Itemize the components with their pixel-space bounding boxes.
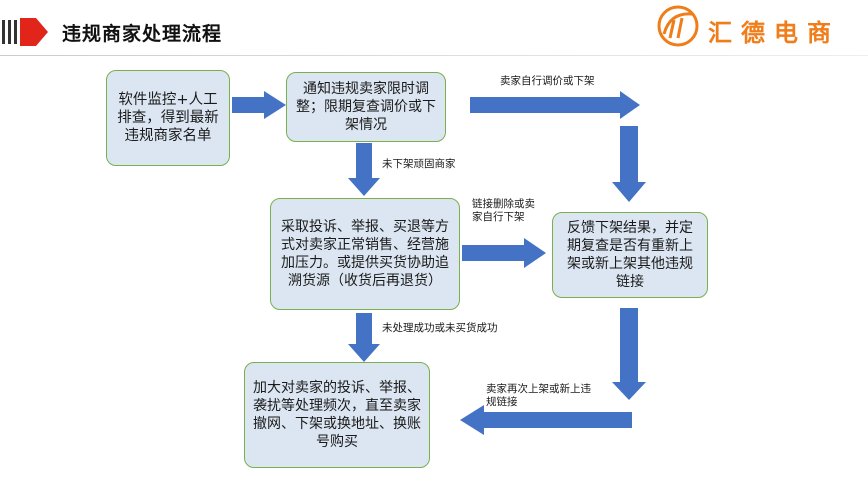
arrow-relisted-to-escalate: [460, 405, 632, 435]
page-title: 违规商家处理流程: [62, 23, 223, 45]
label-relisted: 卖家再次上架或新上违规链接: [486, 383, 591, 408]
node-escalate: 加大对卖家的投诉、举报、袭扰等处理频次，直至卖家撤网、下架或换地址、换账号购买: [244, 362, 430, 468]
label-link-deleted: 链接删除或卖家自行下架: [472, 198, 535, 223]
logo: 汇德电商: [656, 4, 856, 48]
label-not-removed: 未下架顽固商家: [382, 158, 456, 170]
header: 违规商家处理流程 汇德电商: [0, 0, 868, 64]
header-divider: [0, 55, 868, 56]
arrow-notify-to-pressure: [348, 143, 380, 196]
arrow-pressure-to-feedback: [462, 238, 546, 268]
node-monitor: 软件监控+人工排查，得到最新违规商家名单: [106, 70, 230, 166]
arrow-right-down-to-feedback: [612, 126, 646, 202]
arrow-feedback-down: [612, 308, 646, 400]
node-notify: 通知违规卖家限时调整；限期复查调价或下架情况: [286, 72, 446, 142]
node-feedback: 反馈下架结果，并定期复查是否有重新上架或新上架其他违规链接: [552, 212, 708, 298]
logo-text: 汇德电商: [708, 19, 840, 47]
logo-icon: [657, 5, 699, 47]
arrow-notify-to-right: [470, 91, 640, 119]
node-pressure: 采取投诉、举报、买退等方式对卖家正常销售、经营施加压力。或提供买货协助追溯货源（…: [270, 198, 460, 310]
arrow-pressure-to-escalate: [348, 313, 380, 362]
red-arrow-icon: [20, 18, 48, 46]
label-not-success: 未处理成功或未买货成功: [382, 322, 498, 334]
label-self-adjust: 卖家自行调价或下架: [500, 75, 595, 87]
arrow-monitor-to-notify: [232, 91, 286, 119]
